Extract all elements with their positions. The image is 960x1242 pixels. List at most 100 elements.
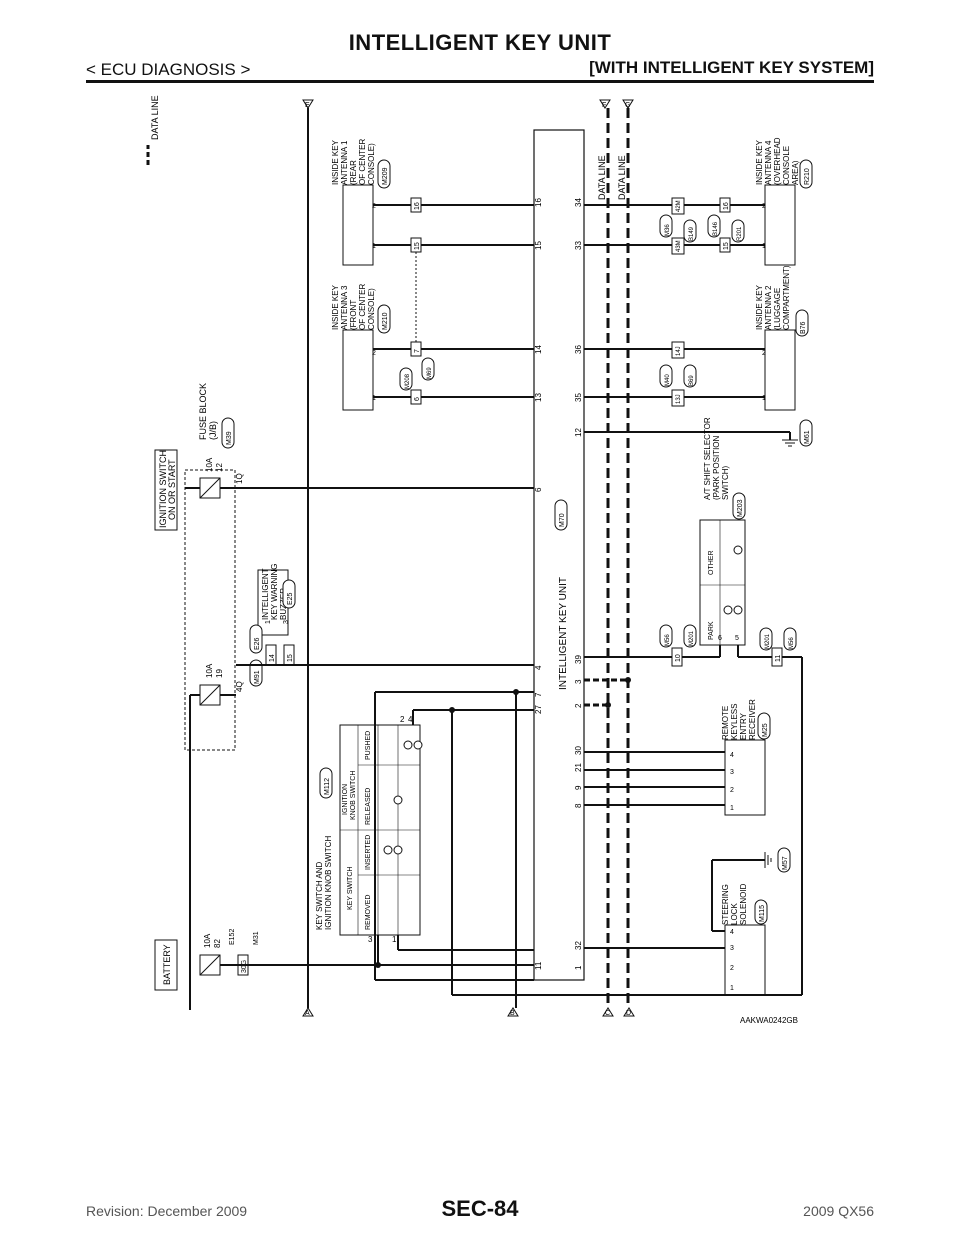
keysw-p4: 4 <box>408 715 413 724</box>
ant3-label-1: INSIDE KEY <box>331 284 340 330</box>
shift-label-3: SWITCH) <box>721 465 730 500</box>
fuse-a-no: 12 <box>215 463 224 472</box>
steer-p1: 1 <box>730 985 734 992</box>
ecu-pin-6: 6 <box>534 487 543 492</box>
fuse-b: 10A <box>205 663 214 678</box>
ant3-conn: M210 <box>382 312 389 330</box>
ant4-label-2: ANTENNA 4 <box>764 140 773 185</box>
ecu-pins: 11 1 32 8 9 21 30 2 3 27 7 4 39 6 12 13 … <box>534 198 583 970</box>
ant1-p2: 2 <box>372 203 376 210</box>
steer-label-2: LOCK <box>730 903 739 925</box>
shift-j3: M201 <box>765 633 771 649</box>
ant2-j1: M40 <box>665 374 671 386</box>
header-rule <box>86 80 874 83</box>
keysw-p2: 2 <box>400 715 405 724</box>
buzzer-label-2: KEY WARNING <box>270 564 279 620</box>
ecu-pin-15: 15 <box>534 241 543 250</box>
ecu-pin-1: 1 <box>574 965 583 970</box>
ant4-t16: 16 <box>723 202 730 210</box>
steer-p4: 4 <box>730 929 734 936</box>
ecu-pin-30: 30 <box>574 746 583 755</box>
ant4-label-5: AREA) <box>791 160 800 185</box>
rke-label-1: REMOTE <box>721 706 730 740</box>
ecu-pin-39: 39 <box>574 655 583 664</box>
ecu-box <box>533 129 585 981</box>
shift-other: OTHER <box>708 551 715 576</box>
ecu-pin-4: 4 <box>534 665 543 670</box>
steer-conn: M115 <box>759 905 766 922</box>
rke-label-2: KEYLESS <box>730 704 739 740</box>
ant1-label-2: ANTENNA 1 <box>340 140 349 185</box>
footer-page: SEC-84 <box>441 1196 519 1221</box>
shift-label-2: (PARK POSITION <box>712 435 721 500</box>
data-line-label-1: DATA LINE <box>597 155 607 200</box>
figure-id: AAKWA0242GB <box>740 1016 798 1025</box>
ant2-label-4: COMPARTMENT) <box>782 265 791 330</box>
ignition-label-2: ON OR START <box>167 459 177 520</box>
steer-label-3: SOLENOID <box>739 883 748 925</box>
ecu-pin-14: 14 <box>534 345 543 354</box>
buzzer-pin-3: 3 <box>283 620 290 624</box>
keysw-col-ign2: KNOB SWITCH <box>350 771 357 820</box>
ecu-pin-11: 11 <box>534 961 543 970</box>
fuseblock-label-2: (J/B) <box>208 421 218 440</box>
steer-label-1: STEERING <box>721 884 730 925</box>
rke-p1: 1 <box>730 805 734 812</box>
svg-text:D: D <box>626 1010 631 1017</box>
ecu-pin-7: 7 <box>534 692 543 697</box>
ant4-label-1: INSIDE KEY <box>755 139 764 185</box>
ant3-label-2: ANTENNA 3 <box>340 285 349 330</box>
legend: DATA LINE <box>146 95 160 165</box>
ant2-label-3: (LUGGAGE <box>773 288 782 330</box>
keysw-pushed: PUSHED <box>365 731 372 760</box>
keysw-col-key: KEY SWITCH <box>347 867 354 910</box>
ecu-pin-27: 27 <box>534 705 543 714</box>
ecu-pin-32: 32 <box>574 941 583 950</box>
ant2-t14: 14J <box>676 346 682 356</box>
fuse-b-no: 19 <box>215 669 224 678</box>
battery-term: 30G <box>241 960 248 973</box>
page-title: INTELLIGENT KEY UNIT <box>348 30 612 55</box>
keysw-conn: M112 <box>324 778 331 795</box>
ground-m61: M61 <box>804 430 811 444</box>
ecu-pin-9: 9 <box>574 785 583 790</box>
ant4-t15: 15 <box>723 242 730 250</box>
ant4-t43: 43M <box>676 240 682 252</box>
svg-text:F: F <box>602 102 606 109</box>
ant4-j3: B146 <box>713 221 719 236</box>
ant1-t15: 15 <box>414 242 421 250</box>
battery-conn-e: E152 <box>229 929 236 945</box>
ant1-conn: M209 <box>382 167 389 185</box>
keysw-p3: 3 <box>368 935 373 944</box>
ant2-p2: 2 <box>762 350 766 357</box>
ignition-box <box>154 449 178 531</box>
steer-p2: 2 <box>730 965 734 972</box>
shift-p5: 5 <box>735 635 739 642</box>
ant4-p2: 2 <box>762 203 766 210</box>
fuseblock-conn: M39 <box>226 431 233 445</box>
ant1-label-5: CONSOLE) <box>367 143 376 185</box>
keysw-released: RELEASED <box>365 788 372 825</box>
ant4-conn: R210 <box>804 168 811 185</box>
fuse-a: 10A <box>205 457 214 472</box>
ignition-label-1: IGNITION SWITCH <box>158 450 168 528</box>
ecu-pin-3: 3 <box>574 679 583 684</box>
keysw-p1: 1 <box>392 935 397 944</box>
shift-park: PARK <box>708 621 715 640</box>
buzzer-label-1: INTELLIGENT <box>261 568 270 620</box>
section-label: < ECU DIAGNOSIS > <box>86 60 251 79</box>
ecu-conn: M70 <box>559 513 566 527</box>
ant3-j1: M208 <box>405 373 411 389</box>
ant4-label-3: (OVERHEAD <box>773 137 782 185</box>
ant1-label-1: INSIDE KEY <box>331 139 340 185</box>
ecu-label: INTELLIGENT KEY UNIT <box>558 577 569 690</box>
shift-label-1: A/T SHIFT SELECTOR <box>703 417 712 500</box>
ecu-pin-13: 13 <box>534 393 543 402</box>
legend-label: DATA LINE <box>150 95 160 140</box>
ant4-j1: M36 <box>665 224 671 236</box>
battery-label: BATTERY <box>162 944 172 985</box>
ecu-pin-12: 12 <box>574 428 583 437</box>
ant3-t7: 7 <box>414 349 421 353</box>
data-line-label-2: DATA LINE <box>617 155 627 200</box>
